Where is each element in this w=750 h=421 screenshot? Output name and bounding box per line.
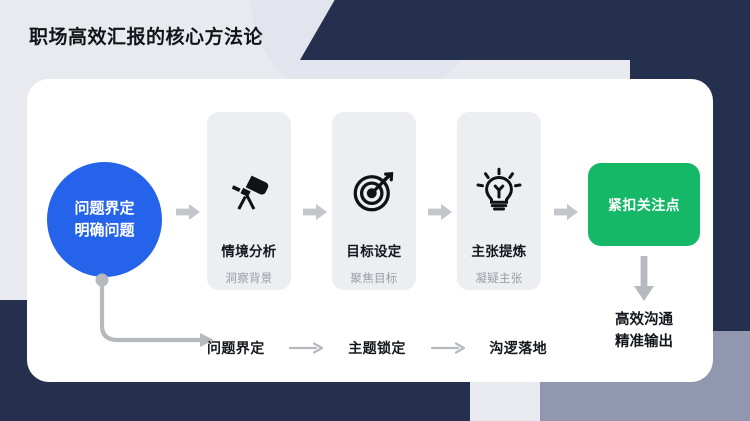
bottom-flow-item-3[interactable]: 沟逻落地	[489, 341, 548, 357]
focus-point-box[interactable]: 紧扣关注点	[588, 163, 700, 246]
flow-arrow-4	[554, 204, 578, 220]
telescope-icon	[222, 164, 276, 218]
step-card-3[interactable]: 主张提炼 凝疑主张	[457, 112, 541, 290]
bottom-flow-row: 问题界定 主题锁定 沟逻落地	[207, 335, 547, 361]
step-card-2[interactable]: 目标设定 聚焦目标	[332, 112, 416, 290]
outcome-text: 高效沟通 精准输出	[588, 310, 700, 354]
outcome-line-1: 高效沟通	[615, 312, 673, 328]
focus-point-label: 紧扣关注点	[608, 197, 680, 214]
flow-arrow-1	[176, 204, 200, 220]
lightbulb-icon	[472, 164, 526, 218]
circle-line-2: 明确问题	[74, 220, 135, 239]
flow-arrow-2	[303, 204, 327, 220]
bottom-flow-arrow-2	[406, 342, 490, 354]
step-card-1[interactable]: 情境分析 洞察背景	[207, 112, 291, 290]
step-label-1: 情境分析	[221, 244, 277, 260]
target-bullseye-icon	[347, 164, 401, 218]
step-sublabel-2: 聚焦目标	[350, 271, 398, 285]
elbow-connector	[92, 272, 222, 364]
bottom-flow-arrow-1	[265, 342, 349, 354]
step-label-3: 主张提炼	[471, 244, 527, 260]
down-arrow-icon	[633, 256, 655, 304]
problem-definition-circle[interactable]: 问题界定 明确问题	[47, 162, 162, 277]
page-title: 职场高效汇报的核心方法论	[29, 26, 264, 48]
step-label-2: 目标设定	[346, 244, 402, 260]
flow-arrow-3	[428, 204, 452, 220]
bottom-flow-item-2[interactable]: 主题锁定	[348, 341, 406, 357]
step-sublabel-1: 洞察背景	[225, 271, 273, 285]
bottom-flow-item-1[interactable]: 问题界定	[207, 341, 265, 357]
circle-line-1: 问题界定	[74, 198, 135, 217]
outcome-line-2: 精准输出	[615, 333, 673, 350]
step-sublabel-3: 凝疑主张	[475, 271, 523, 285]
